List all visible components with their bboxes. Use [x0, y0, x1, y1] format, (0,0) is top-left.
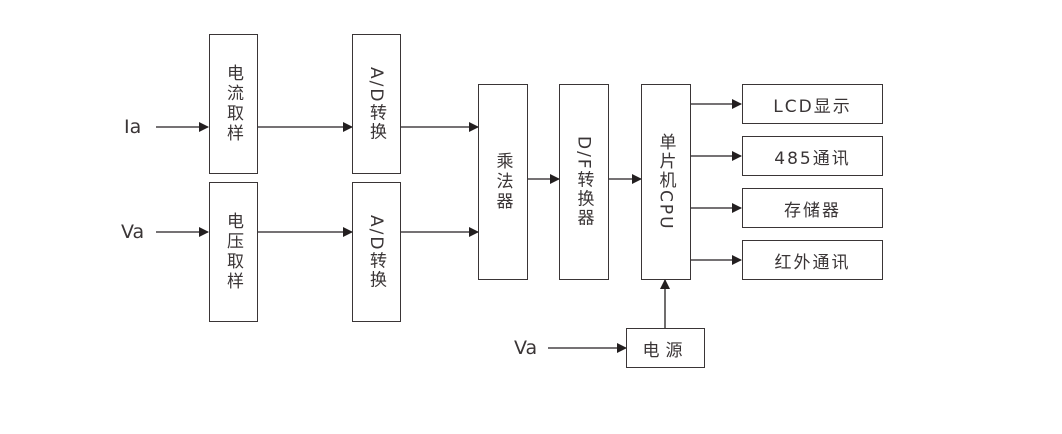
df-converter-block: D/F转换器	[559, 84, 609, 280]
voltage-sampling-block: 电压取样	[209, 182, 258, 322]
power-label: 电源	[642, 340, 689, 361]
voltage-sampling-label: 电压取样	[223, 212, 243, 292]
df-converter-label: D/F转换器	[573, 136, 594, 228]
current-sampling-block: 电流取样	[209, 34, 258, 174]
ad-converter-bottom-block: A/D转换	[352, 182, 401, 322]
input-label-ia: Ia	[124, 116, 142, 138]
ad-converter-top-block: A/D转换	[352, 34, 401, 174]
output-memory-label: 存储器	[784, 200, 841, 221]
output-485-block: 485通讯	[742, 136, 883, 176]
output-485-label: 485通讯	[774, 148, 851, 169]
ad-converter-bottom-label: A/D转换	[366, 214, 386, 290]
power-block: 电源	[626, 328, 705, 368]
output-memory-block: 存储器	[742, 188, 883, 228]
input-label-va: Va	[121, 221, 145, 243]
output-lcd-block: LCD显示	[742, 84, 883, 124]
output-infrared-label: 红外通讯	[774, 252, 851, 273]
output-lcd-label: LCD显示	[773, 96, 852, 117]
multiplier-label: 乘法器	[492, 152, 513, 212]
output-infrared-block: 红外通讯	[742, 240, 883, 280]
mcu-label: 单片机CPU	[655, 133, 676, 231]
mcu-block: 单片机CPU	[641, 84, 691, 280]
ad-converter-top-label: A/D转换	[366, 66, 386, 142]
power-input-label-va: Va	[514, 337, 538, 359]
current-sampling-label: 电流取样	[223, 64, 243, 144]
multiplier-block: 乘法器	[478, 84, 528, 280]
